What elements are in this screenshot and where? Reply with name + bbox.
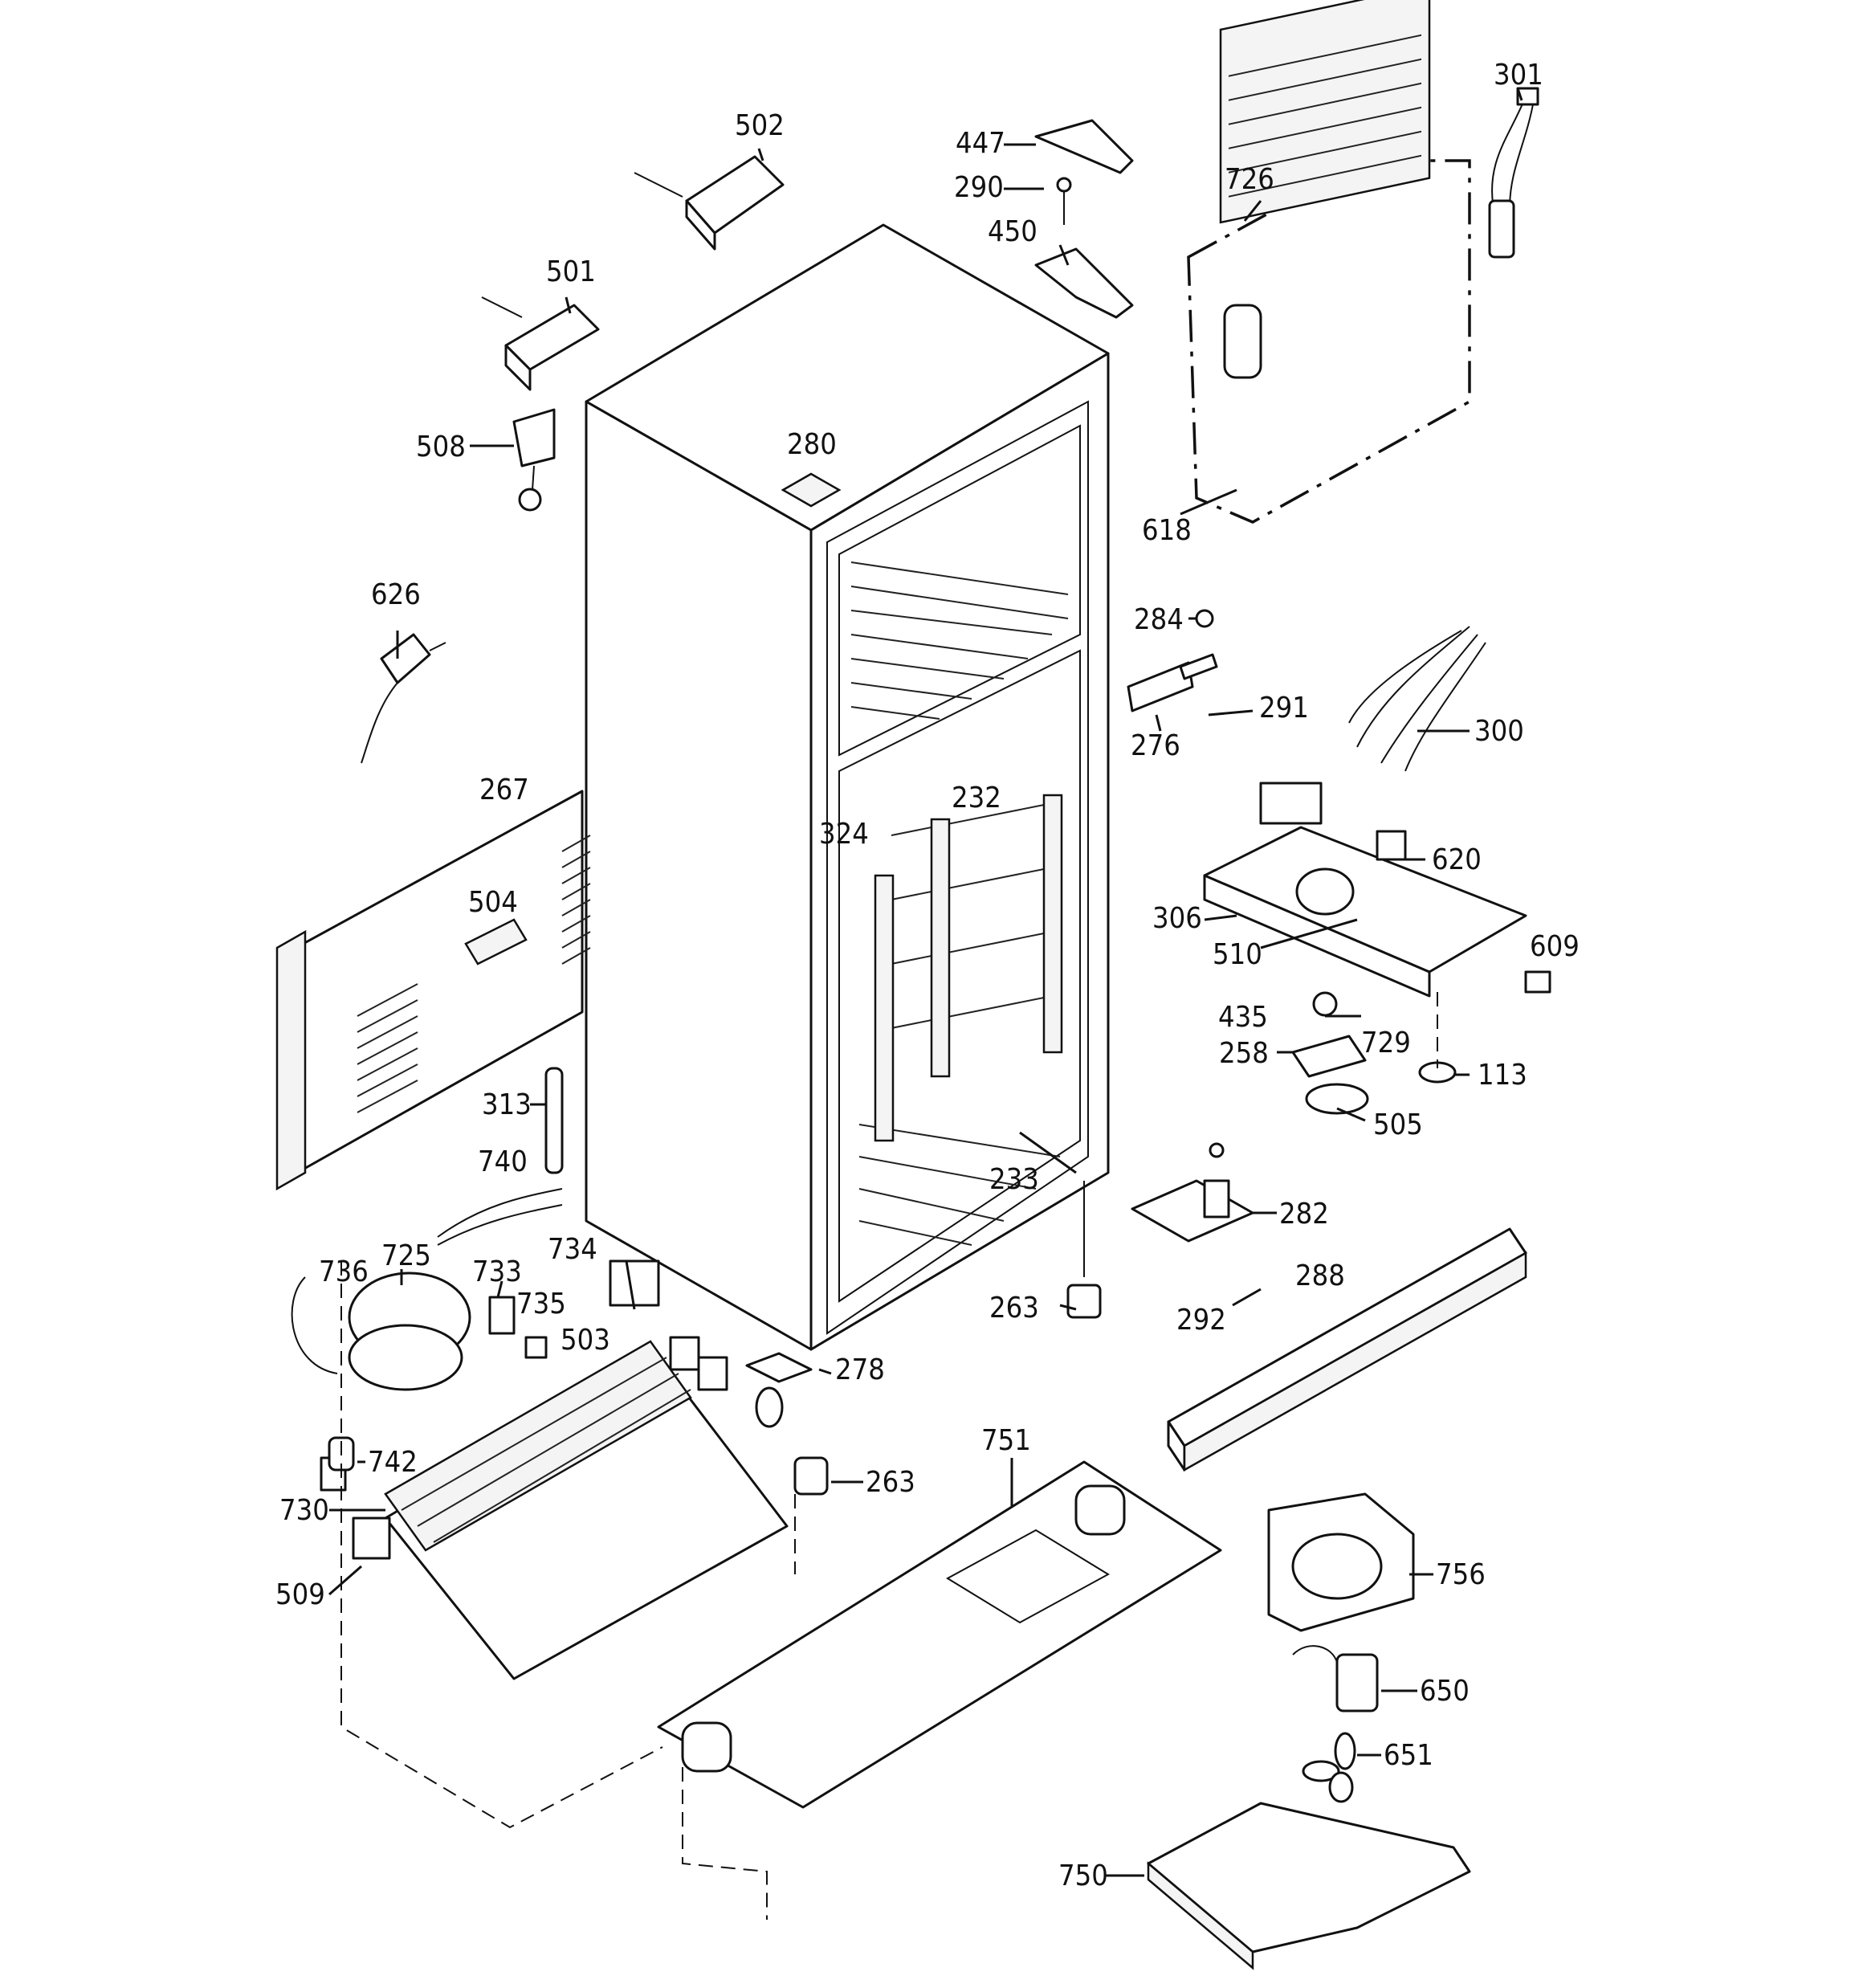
compressor-725 [291,1272,471,1391]
callout-263-caster: 263 [866,1466,915,1499]
leader-lines [328,88,1523,1877]
callout-510: 510 [1213,938,1262,971]
relay-parts [488,1259,728,1391]
power-cord-626 [361,633,446,764]
callout-742: 742 [368,1446,418,1479]
callout-508: 508 [416,431,466,463]
cover-502 [634,155,785,251]
callout-267: 267 [479,774,529,806]
callout-501: 501 [546,255,596,288]
capillary-740 [437,1188,563,1246]
evaporator [1187,0,1471,524]
callout-291: 291 [1259,692,1309,725]
back-panel-267 [275,790,591,1191]
callout-503: 503 [561,1324,610,1357]
callout-282: 282 [1279,1198,1329,1231]
callout-233: 233 [989,1163,1039,1196]
callout-620: 620 [1432,843,1482,876]
callout-756: 756 [1436,1558,1486,1591]
callout-726: 726 [1225,163,1274,196]
harness-300 [1348,626,1486,772]
callout-750: 750 [1058,1859,1108,1892]
tube-313 [544,1067,564,1174]
callout-736: 736 [319,1255,369,1288]
caster-278 [745,1352,829,1496]
lamp-holder-508 [512,408,556,512]
callout-447: 447 [956,127,1005,160]
middle-hinge-276 [1127,609,1218,712]
callout-450: 450 [988,215,1037,248]
callout-292: 292 [1176,1304,1226,1337]
callout-301: 301 [1494,59,1543,92]
lamp-parts [1291,970,1551,1115]
cover-750 [1147,1802,1471,1970]
callout-502: 502 [735,109,785,142]
cabinet [585,223,1110,1351]
callout-609: 609 [1530,930,1580,963]
callout-650: 650 [1420,1675,1470,1708]
callout-509: 509 [275,1578,325,1611]
callout-263-leg: 263 [989,1292,1039,1325]
callout-280: 280 [787,428,837,461]
top-hinge-assembly [1034,119,1134,319]
condenser-730 [320,1340,789,1680]
callout-313: 313 [482,1088,532,1121]
base-plate-751 [657,1460,1222,1920]
leveling-leg-263a [1066,1181,1102,1319]
callout-733: 733 [472,1255,522,1288]
callout-300: 300 [1474,715,1524,748]
grille-288 [1167,1227,1527,1472]
callout-725: 725 [381,1239,431,1272]
control-box-306 [1203,782,1527,998]
fan-blade-651 [1302,1732,1356,1803]
callout-113: 113 [1478,1059,1527,1092]
cover-501 [481,296,600,391]
callout-276: 276 [1131,729,1180,762]
callout-505: 505 [1373,1108,1423,1141]
callout-284: 284 [1134,603,1184,636]
callout-324: 324 [819,818,869,851]
callout-626: 626 [371,578,421,611]
callout-labels: 301 502 447 290 726 450 501 280 508 618 … [275,59,1580,1892]
bottom-hinge-282 [1131,1142,1254,1243]
callout-258: 258 [1219,1037,1269,1070]
callout-740: 740 [478,1145,528,1178]
fan-motor-650 [1292,1645,1379,1712]
callout-730: 730 [279,1494,329,1527]
callout-751: 751 [981,1424,1031,1457]
callout-435: 435 [1218,1001,1268,1034]
assembly-guides [340,992,1438,1829]
callout-618: 618 [1142,514,1192,547]
callout-232: 232 [952,782,1001,814]
fan-shroud-756 [1267,1492,1415,1632]
callout-734: 734 [548,1233,597,1266]
callout-290: 290 [954,171,1004,204]
callout-504: 504 [468,886,518,919]
callout-651: 651 [1384,1739,1433,1772]
callout-306: 306 [1152,902,1202,935]
callout-735: 735 [516,1288,566,1321]
callout-729: 729 [1361,1027,1411,1059]
callout-288: 288 [1295,1259,1345,1292]
callout-278: 278 [835,1353,885,1386]
wire-harness-301 [1488,87,1539,259]
